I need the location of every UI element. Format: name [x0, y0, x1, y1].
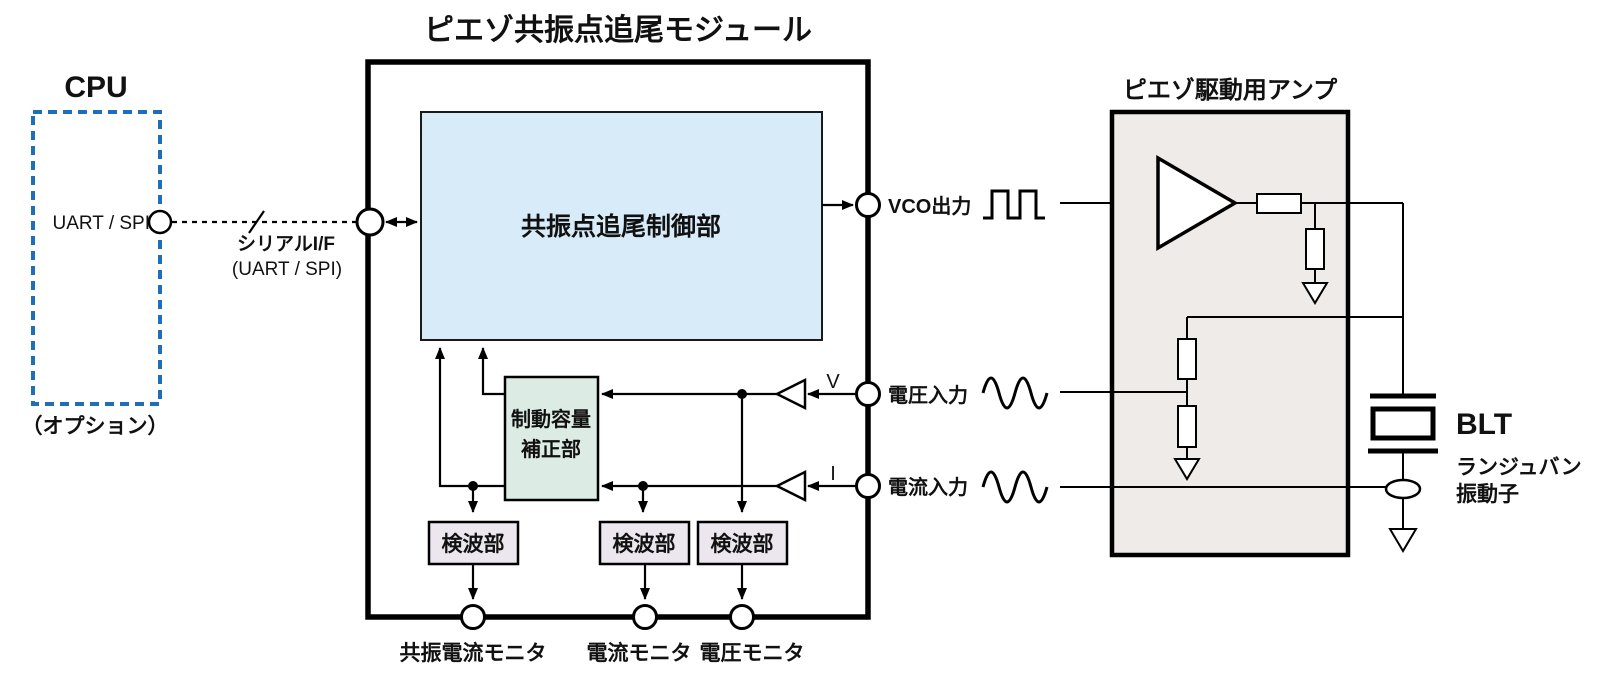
cpu-note: （オプション）: [22, 414, 169, 438]
divider-resistor-upper: [1177, 338, 1197, 380]
tracking-module: ピエゾ共振点追尾モジュール 共振点追尾制御部 制動容量 補正部 V I 検波部: [365, 13, 971, 665]
sine-wave-icon-current: [981, 470, 1049, 504]
module-serial-port: [355, 207, 385, 237]
detector1-label: 検波部: [442, 532, 505, 556]
square-wave-icon: [983, 189, 1045, 220]
current-sense-loop: [1384, 478, 1422, 500]
damping-block-label-2: 補正部: [520, 437, 581, 461]
cpu-port-circle: [147, 209, 173, 235]
voltage-in-label: 電圧入力: [888, 384, 968, 407]
blt-transducer: BLT ランジュバン 振動子: [1368, 393, 1582, 553]
blt-label: BLT: [1456, 408, 1512, 441]
amplifier-triangle: [1156, 154, 1239, 252]
port-monitor-current: [632, 604, 658, 630]
port-monitor-resonance: [460, 604, 486, 630]
control-block-label: 共振点追尾制御部: [521, 212, 721, 241]
amp-box: [1109, 109, 1351, 558]
v-label: V: [826, 371, 840, 393]
serial-link: シリアルI/F (UART / SPI): [172, 207, 418, 280]
drive-amplifier: ピエゾ駆動用アンプ: [1060, 76, 1404, 558]
port-voltage-in: [855, 381, 881, 407]
ground-icon-divider: [1173, 458, 1201, 481]
series-resistor: [1256, 193, 1302, 214]
cpu-box: [31, 110, 162, 406]
cpu-block: CPU UART / SPI （オプション）: [22, 71, 173, 438]
monitor-current-label: 電流モニタ: [587, 641, 692, 665]
serial-label: シリアルI/F: [237, 234, 335, 255]
serial-sublabel: (UART / SPI): [232, 259, 342, 280]
module-title: ピエゾ共振点追尾モジュール: [424, 13, 812, 47]
blt-sub-label-1: ランジュバン: [1456, 456, 1582, 479]
ground-icon-shunt: [1301, 282, 1329, 305]
v-buffer-triangle: [774, 377, 807, 411]
port-monitor-voltage: [729, 604, 755, 630]
port-current-in: [855, 473, 881, 499]
control-block-box: [420, 111, 823, 341]
blt-body: [1370, 406, 1436, 441]
monitor-resonance-label: 共振電流モニタ: [400, 641, 547, 665]
wire-damping-to-control-2: [435, 347, 505, 488]
detector2-label: 検波部: [613, 532, 676, 556]
shunt-resistor: [1305, 228, 1325, 270]
module-box: [365, 59, 871, 620]
detector3-label: 検波部: [711, 532, 774, 556]
damping-block-box: [503, 375, 600, 502]
divider-resistor-lower: [1177, 405, 1197, 448]
ground-icon-blt: [1388, 528, 1418, 553]
bus-slash-mark: [248, 210, 265, 234]
amp-title: ピエゾ駆動用アンプ: [1123, 76, 1338, 104]
wire-damping-to-control-1: [478, 347, 505, 396]
current-in-label: 電流入力: [888, 475, 968, 499]
cpu-port-label: UART / SPI: [53, 213, 151, 234]
vco-out-label: VCO出力: [888, 195, 971, 218]
i-buffer-triangle: [774, 469, 807, 503]
damping-block-label-1: 制動容量: [511, 407, 591, 431]
monitor-voltage-label: 電圧モニタ: [700, 642, 805, 665]
sine-wave-icon-voltage: [981, 376, 1049, 410]
port-vco: [855, 192, 881, 218]
cpu-label: CPU: [64, 71, 127, 104]
blt-sub-label-2: 振動子: [1456, 483, 1519, 506]
i-label: I: [830, 463, 836, 485]
